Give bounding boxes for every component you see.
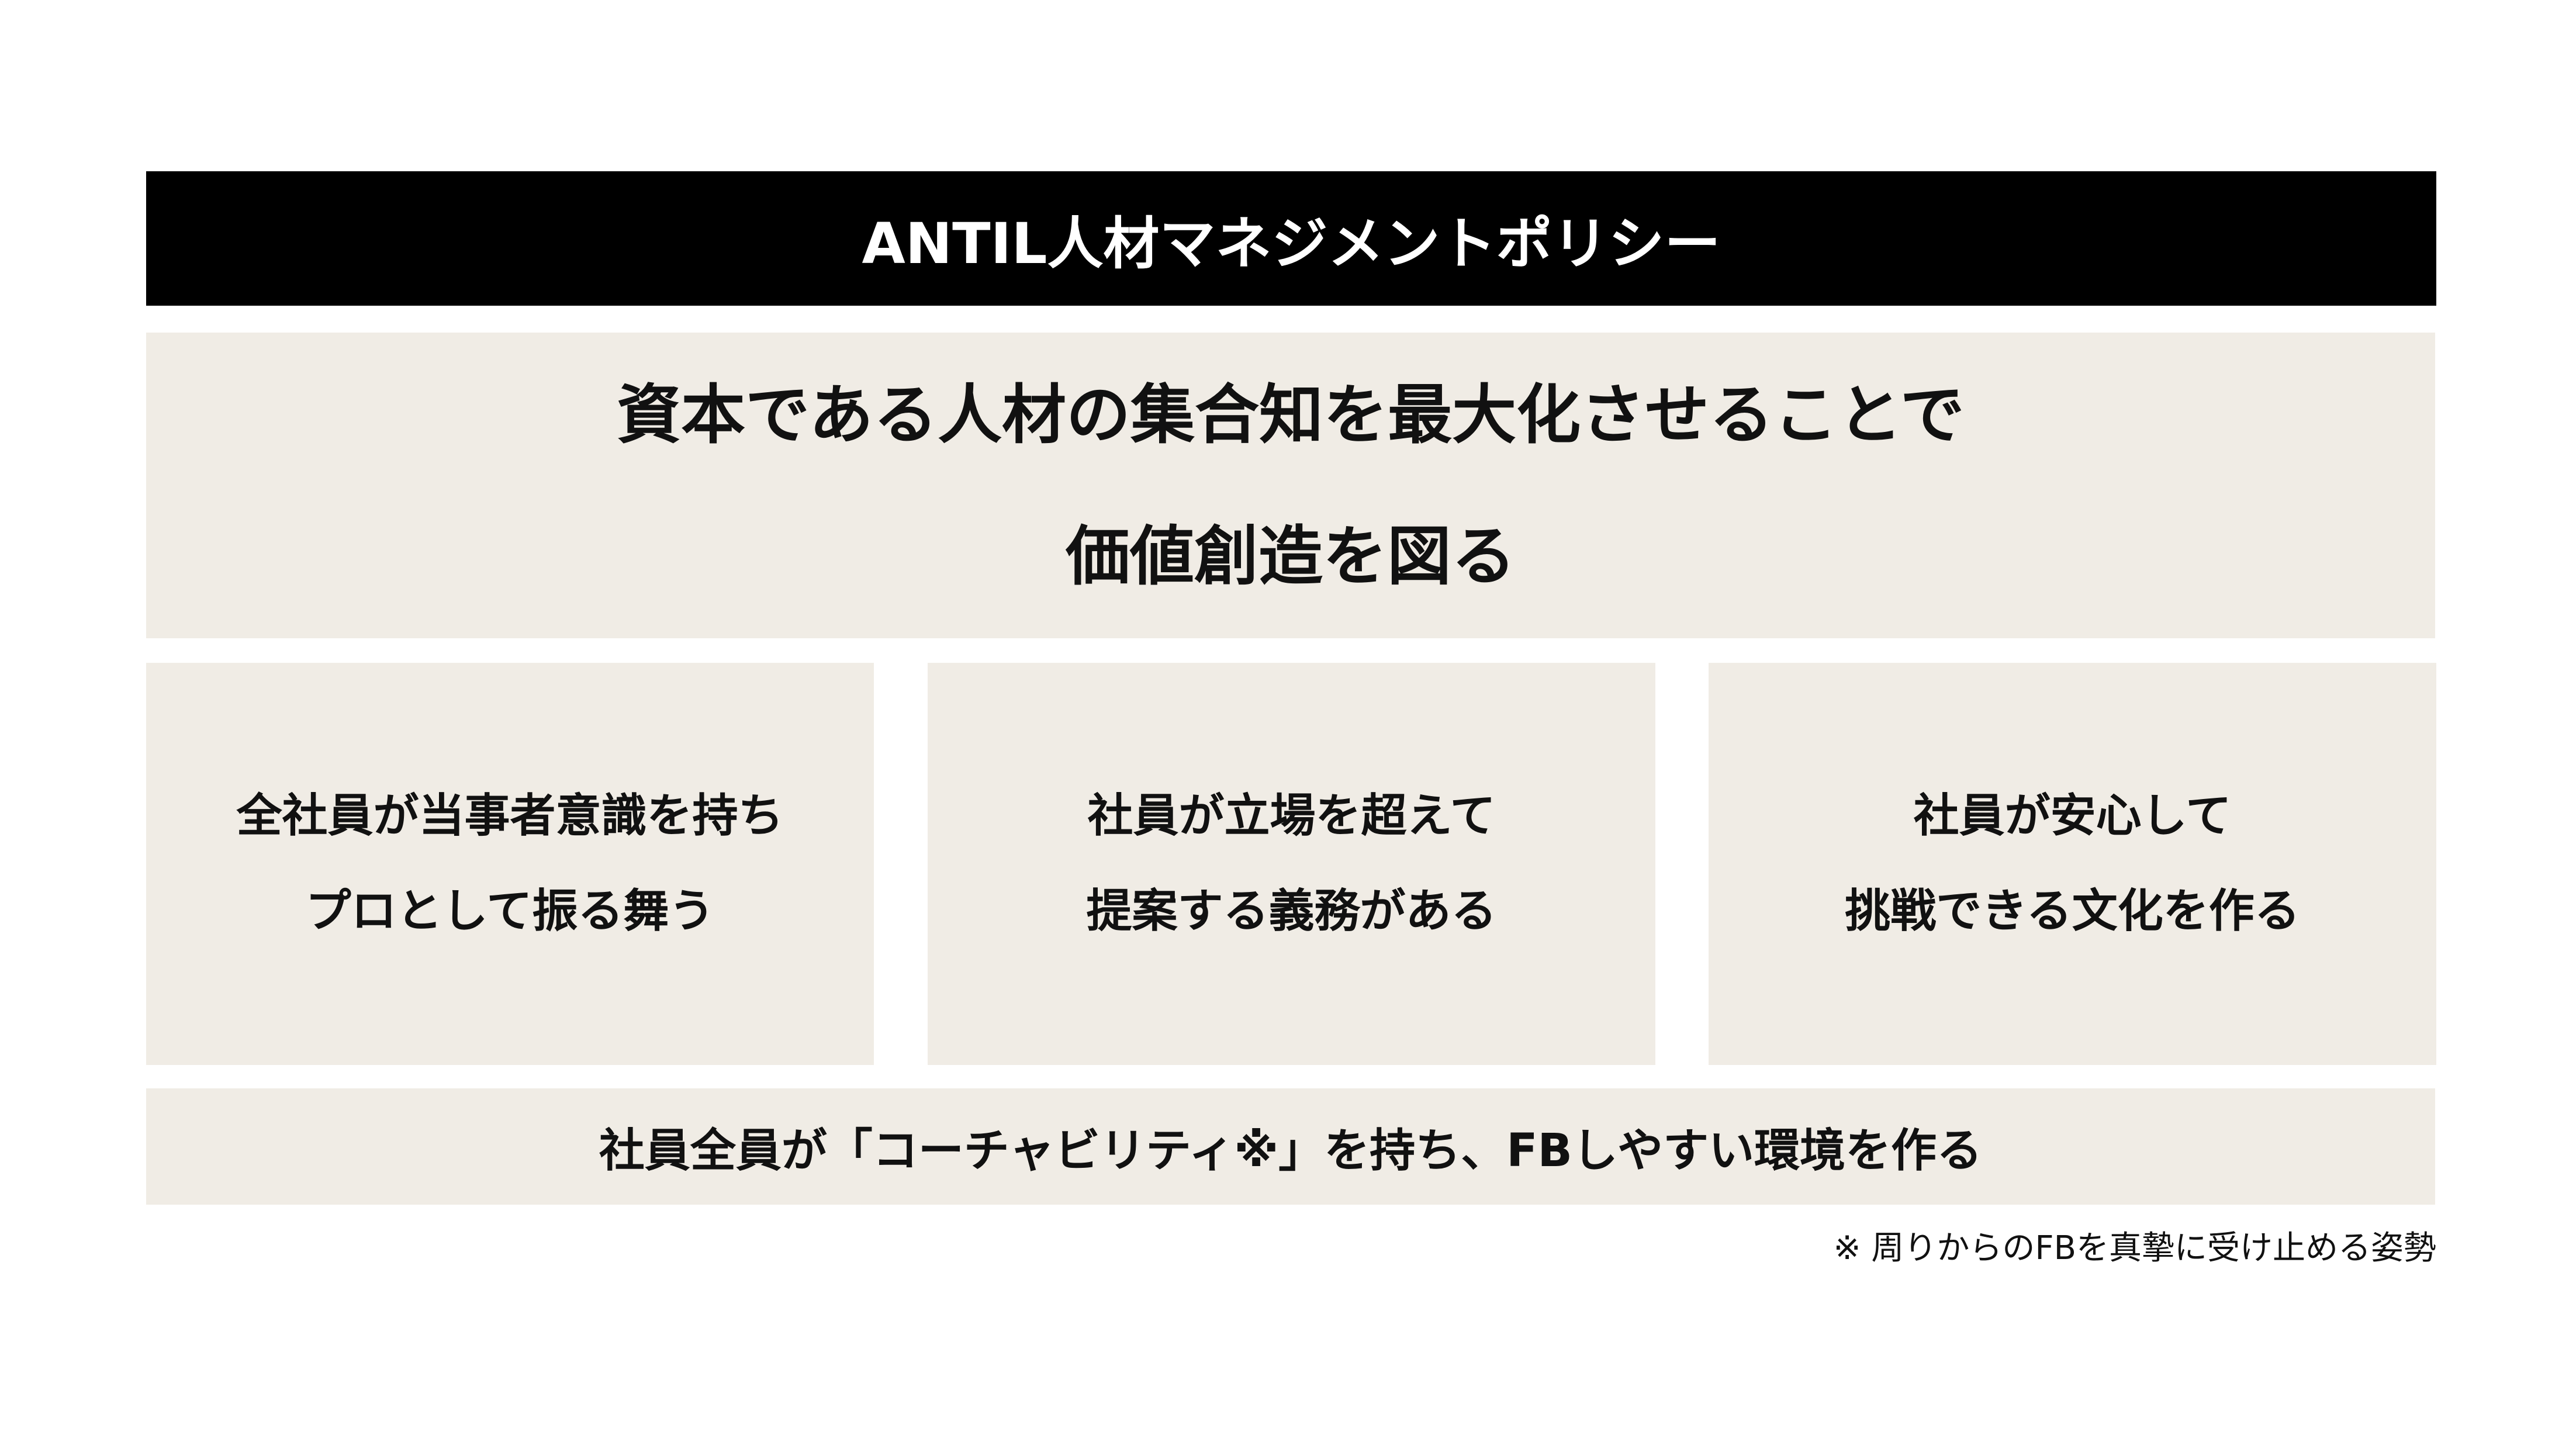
mission-statement-box: 資本である人材の集合知を最大化させることで 価値創造を図る xyxy=(146,333,2435,638)
policy-title-bar: ANTIL人材マネジメントポリシー xyxy=(146,171,2436,306)
mission-line: 価値創造を図る xyxy=(1066,518,1516,594)
pillar-box-proposal: 社員が立場を超えて 提案する義務がある xyxy=(928,663,1655,1065)
pillar-line: 挑戦できる文化を作る xyxy=(1845,885,2300,938)
pillar-box-ownership: 全社員が当事者意識を持ち プロとして振る舞う xyxy=(146,663,874,1065)
mission-line: 資本である人材の集合知を最大化させることで xyxy=(617,377,1965,452)
pillar-box-culture: 社員が安心して 挑戦できる文化を作る xyxy=(1709,663,2436,1065)
footnote: ※ 周りからのFBを真摯に受け止める姿勢 xyxy=(1833,1229,2436,1267)
pillar-line: 社員が安心して xyxy=(1913,790,2232,842)
pillar-line: 社員が立場を超えて xyxy=(1087,790,1496,842)
foundation-box: 社員全員が「コーチャビリティ※」を持ち、FBしやすい環境を作る xyxy=(146,1088,2435,1205)
pillar-line: 全社員が当事者意識を持ち xyxy=(236,790,784,842)
pillar-line: 提案する義務がある xyxy=(1086,885,1497,938)
policy-title: ANTIL人材マネジメントポリシー xyxy=(862,210,1721,276)
foundation-text: 社員全員が「コーチャビリティ※」を持ち、FBしやすい環境を作る xyxy=(599,1124,1983,1177)
pillar-line: プロとして振る舞う xyxy=(305,885,715,938)
